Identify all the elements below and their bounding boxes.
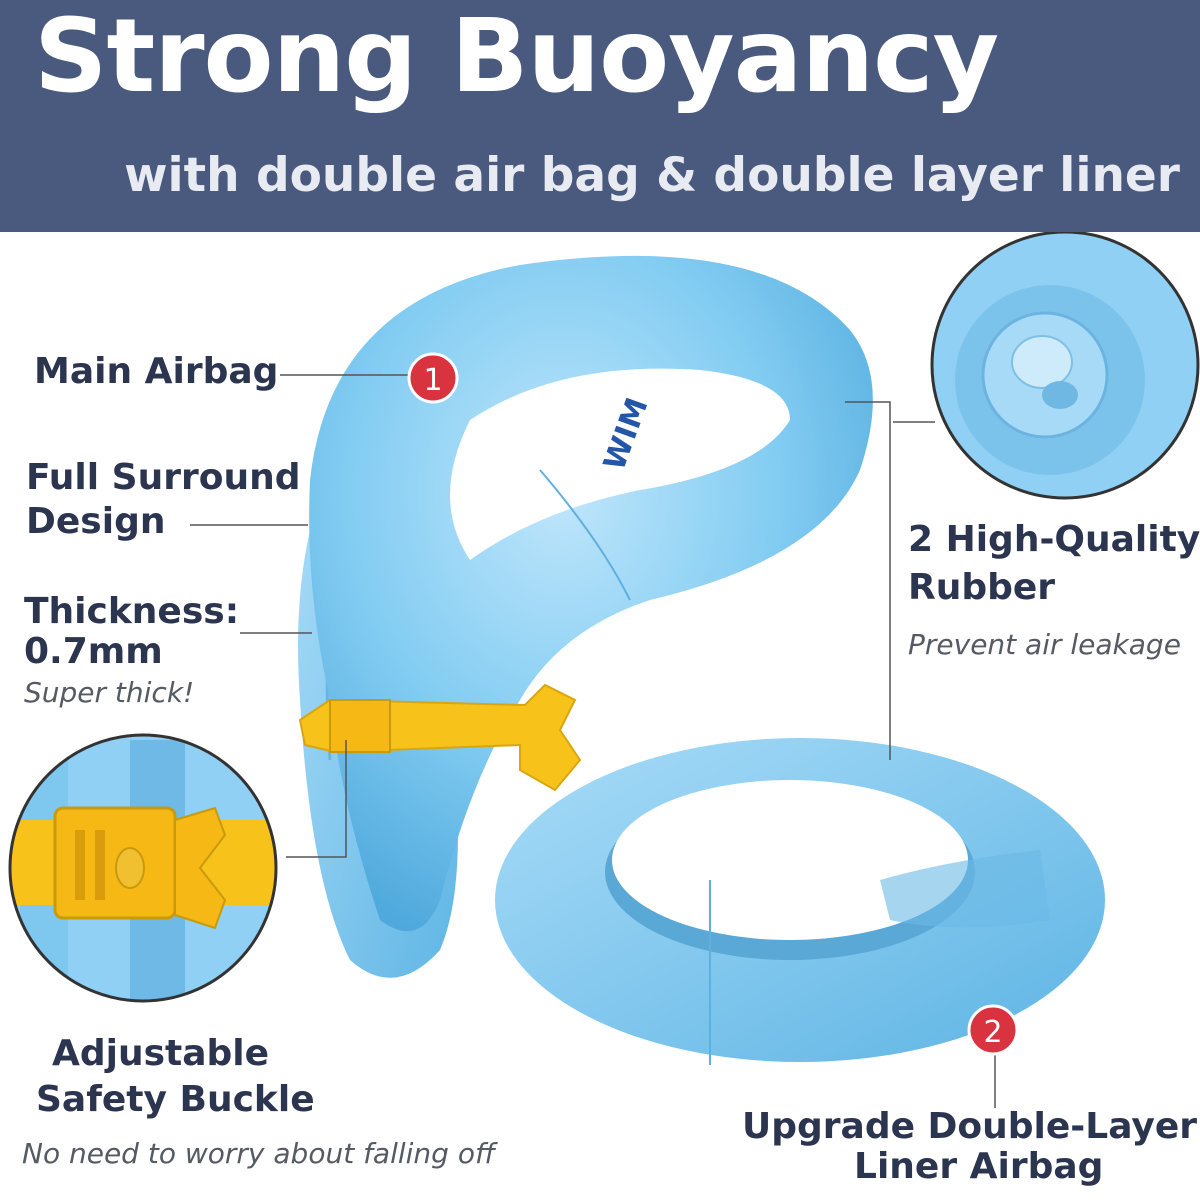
- buckle-note: No need to worry about falling off: [22, 1137, 496, 1170]
- marker-one: [407, 352, 459, 404]
- safety-strap: [298, 683, 582, 792]
- main-airbag: WIM: [309, 255, 873, 932]
- main-airbag-label: Main Airbag: [34, 351, 279, 392]
- leader-lines: [190, 374, 996, 1108]
- page-title: Strong Buoyancy: [34, 0, 999, 116]
- marker-two: [967, 1004, 1019, 1056]
- liner-airbag-ring: [495, 738, 1105, 1065]
- thickness-label-1: Thickness:: [24, 591, 240, 632]
- marker-two-label: 2: [983, 1015, 1002, 1050]
- buckle-closeup: [8, 733, 278, 1003]
- header-banner: Strong Buoyancy with double air bag & do…: [0, 0, 1200, 232]
- full-surround-label-1: Full Surround: [26, 457, 301, 498]
- rubber-note: Prevent air leakage: [908, 628, 1181, 661]
- thickness-note: Super thick!: [24, 676, 195, 709]
- valve-closeup: [930, 232, 1200, 500]
- product-illustration: WIM: [8, 232, 1200, 1108]
- rubber-label-1: 2 High-Quality: [908, 519, 1200, 560]
- buckle-label-2: Safety Buckle: [36, 1079, 315, 1120]
- page-subtitle: with double air bag & double layer liner: [124, 148, 1180, 203]
- liner-label-1: Upgrade Double-Layer: [742, 1106, 1198, 1147]
- rubber-label-2: Rubber: [908, 567, 1056, 608]
- marker-one-label: 1: [423, 363, 442, 398]
- full-surround-label-2: Design: [26, 501, 166, 542]
- thickness-label-2: 0.7mm: [24, 631, 163, 672]
- buckle-label-1: Adjustable: [52, 1033, 270, 1074]
- liner-label-2: Liner Airbag: [854, 1146, 1104, 1187]
